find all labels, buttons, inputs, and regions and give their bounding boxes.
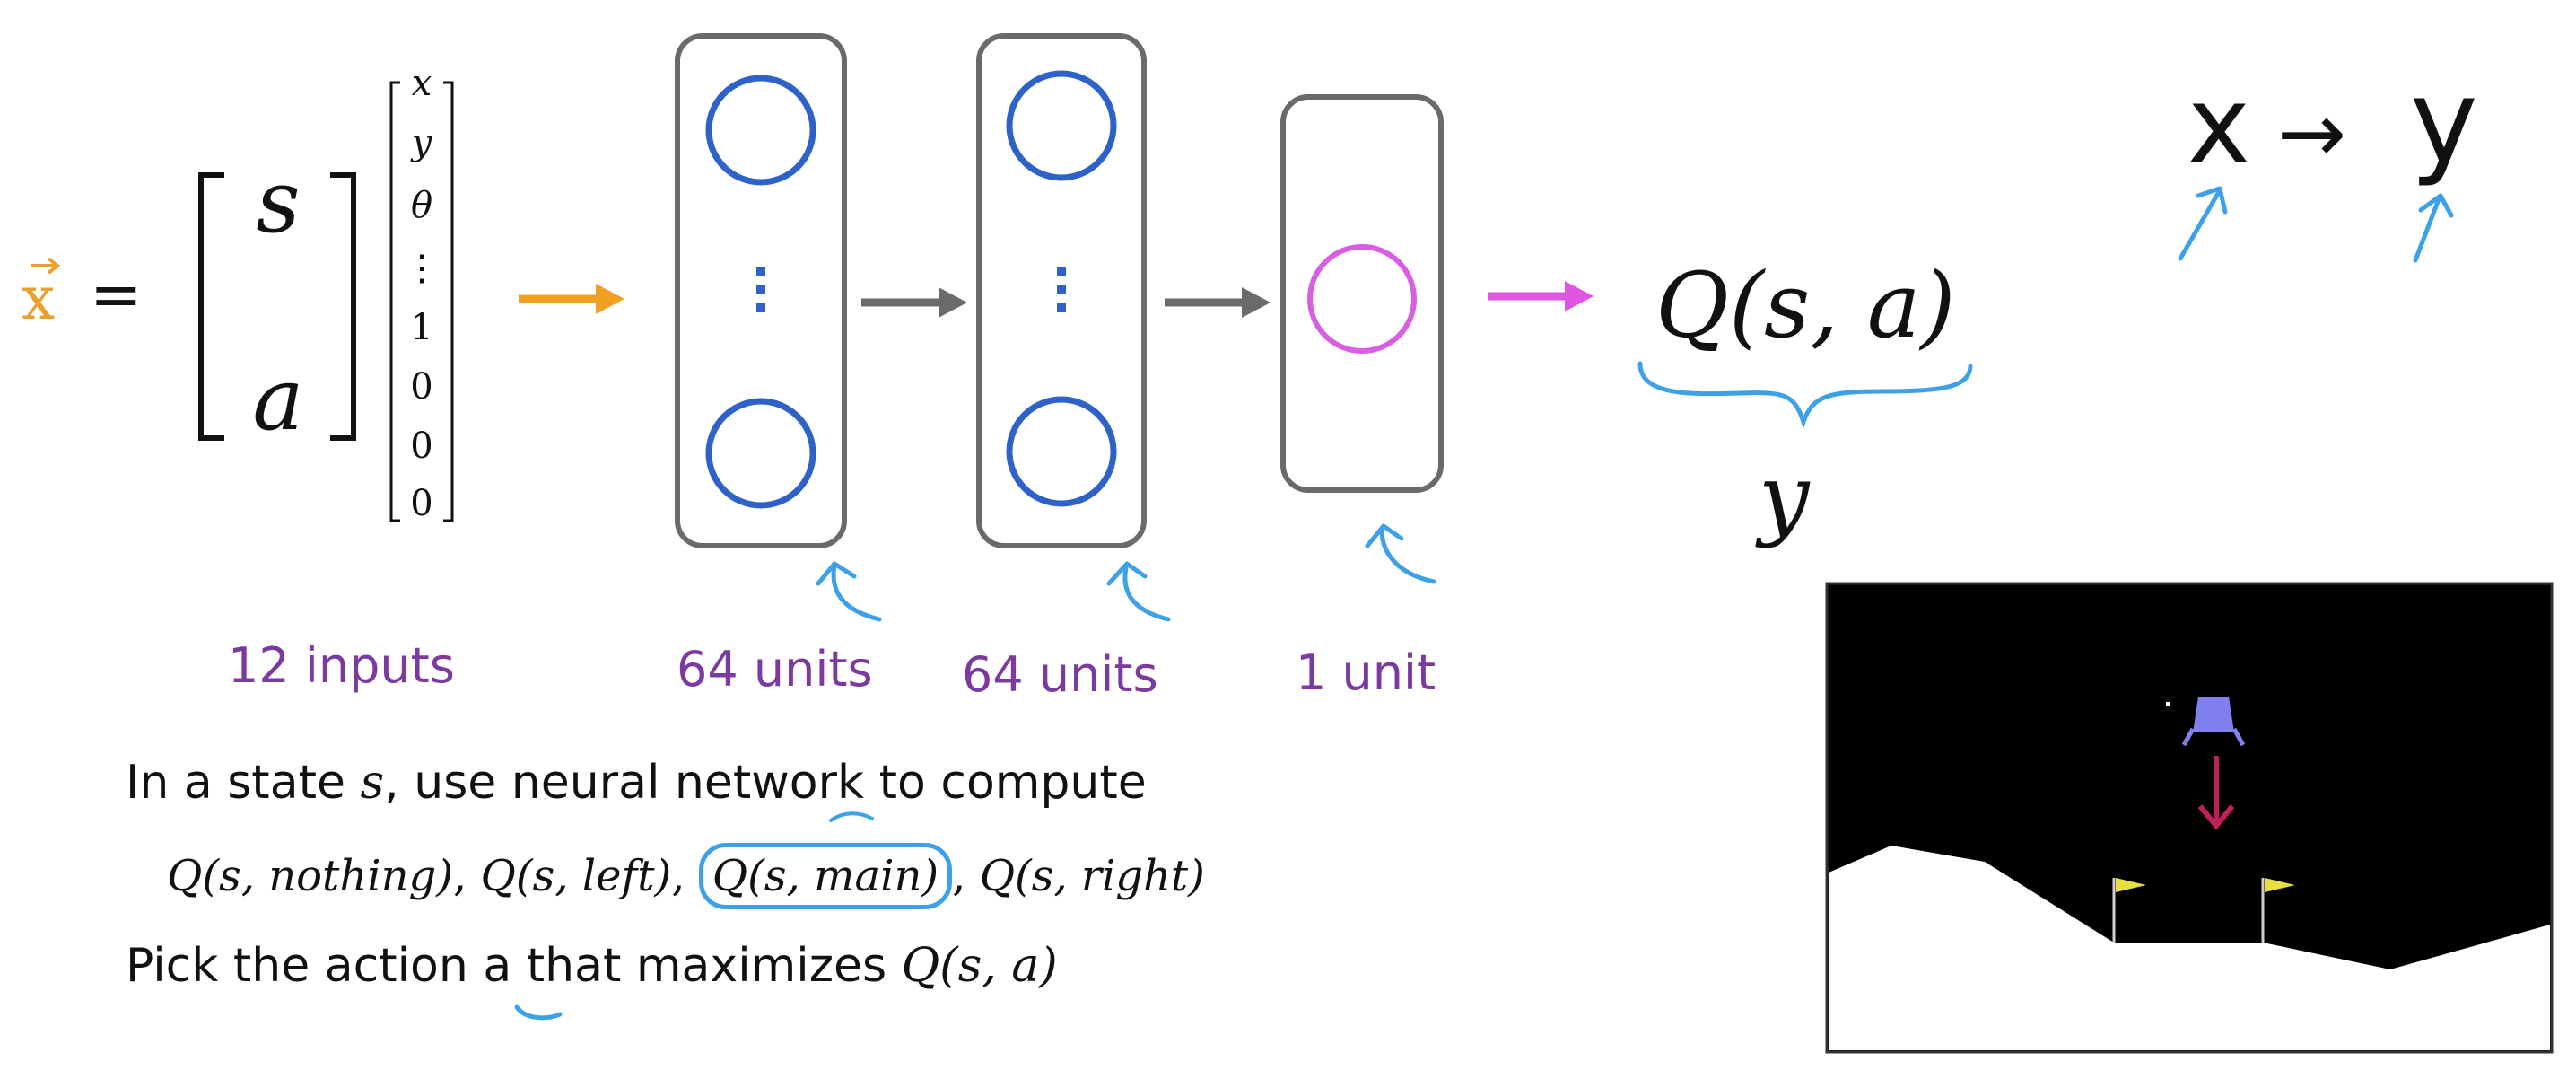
vector-arrow-icon — [31, 257, 61, 275]
note-line-3-action: a — [483, 939, 512, 993]
flag-left — [2116, 878, 2146, 892]
mapping-x: x — [2187, 63, 2250, 187]
ellipsis-dots-1 — [756, 268, 765, 312]
equals-sign: = — [90, 258, 143, 331]
component-0a: 0 — [410, 366, 432, 408]
note-line-3-prefix: Pick the action — [126, 939, 468, 993]
main-tick-annotation — [829, 811, 874, 822]
note-line-1-suffix: , use neural network to compute — [384, 756, 1147, 810]
vector-x-letter: x — [22, 264, 55, 333]
vector-entry-s: s — [256, 152, 300, 252]
q-main: Q(s, main) — [698, 843, 953, 909]
state-action-vector: s a — [198, 152, 356, 450]
landing-flags — [2112, 878, 2295, 943]
feature-vector: x y θ ⋮ 1 0 0 0 — [389, 63, 454, 524]
neuron-1-top — [705, 75, 816, 186]
label-12-inputs: 12 inputs — [228, 637, 455, 694]
lunar-lander-scene — [1825, 582, 2554, 1054]
small-right-bracket — [443, 81, 454, 522]
sep-3: , — [952, 851, 966, 901]
label-64-units-2: 64 units — [962, 646, 1158, 703]
ellipsis-dots-2 — [1057, 268, 1066, 312]
lander-craft — [2166, 697, 2246, 747]
annotation-arrow-layer1-icon — [816, 561, 882, 622]
component-0c: 0 — [410, 483, 432, 524]
layer-box-1 — [675, 33, 847, 548]
note-line-1-prefix: In a state — [126, 756, 345, 810]
action-underline-annotation — [514, 1004, 563, 1021]
right-bracket — [330, 172, 356, 441]
layer-box-output — [1280, 94, 1444, 493]
thrust-arrow-icon — [2197, 756, 2235, 830]
output-neuron — [1307, 244, 1417, 354]
mapping-y: y — [2410, 56, 2478, 189]
component-y: y — [410, 122, 433, 163]
brace-label-y: y — [1755, 444, 1811, 549]
note-line-3-middle: that maximizes — [526, 939, 887, 993]
neuron-2-top — [1006, 70, 1117, 181]
sep-1: , — [452, 851, 467, 901]
brace-annotation — [1637, 361, 1973, 429]
small-left-bracket — [389, 81, 400, 522]
x-to-y-mapping: x → y — [2187, 56, 2478, 189]
note-line-1: In a state s, use neural network to comp… — [126, 756, 1147, 810]
q-nothing: Q(s, nothing) — [167, 851, 453, 901]
annotation-arrow-output-icon — [1365, 523, 1436, 584]
lander-body — [2193, 697, 2234, 732]
neuron-1-bottom — [705, 398, 816, 509]
q-right: Q(s, right) — [979, 851, 1205, 901]
q-output-label: Q(s, a) — [1655, 253, 1956, 358]
annotation-arrow-layer2-icon — [1106, 561, 1171, 622]
label-1-unit: 1 unit — [1296, 645, 1436, 701]
note-line-3-q: Q(s, a) — [901, 939, 1058, 993]
left-bracket — [198, 172, 224, 441]
q-left: Q(s, left) — [480, 851, 672, 901]
neuron-2-bottom — [1006, 396, 1117, 507]
component-1: 1 — [410, 307, 432, 348]
hidden-layer-2 — [976, 33, 1147, 548]
input-arrow — [519, 284, 624, 314]
component-0b: 0 — [410, 425, 432, 467]
lander-ground — [1829, 846, 2550, 1050]
component-ellipsis: ⋮ — [404, 248, 440, 289]
hidden-arrow-2 — [1165, 287, 1271, 318]
hidden-layer-1 — [675, 33, 847, 548]
mapping-arrow: → — [2277, 85, 2346, 181]
note-line-2: Q(s, nothing), Q(s, left), Q(s, main), Q… — [167, 843, 1205, 909]
input-vector-symbol: x = — [22, 257, 143, 333]
sep-2: , — [671, 851, 685, 901]
annotation-arrow-x-icon — [2178, 186, 2228, 261]
component-x: x — [412, 63, 432, 104]
label-64-units-1: 64 units — [677, 641, 873, 697]
flag-right — [2265, 878, 2295, 892]
layer-box-2 — [976, 33, 1147, 548]
output-layer — [1280, 94, 1444, 493]
component-theta: θ — [411, 185, 432, 226]
note-line-1-var: s — [360, 756, 385, 810]
output-arrow — [1488, 281, 1594, 311]
annotation-arrows — [816, 186, 2454, 622]
lander-frame — [1825, 582, 2554, 1054]
vector-entry-a: a — [252, 349, 303, 450]
annotation-arrow-y-icon — [2413, 193, 2454, 263]
note-line-3: Pick the action a that maximizes Q(s, a) — [126, 939, 1058, 993]
hidden-arrow-1 — [861, 287, 967, 318]
